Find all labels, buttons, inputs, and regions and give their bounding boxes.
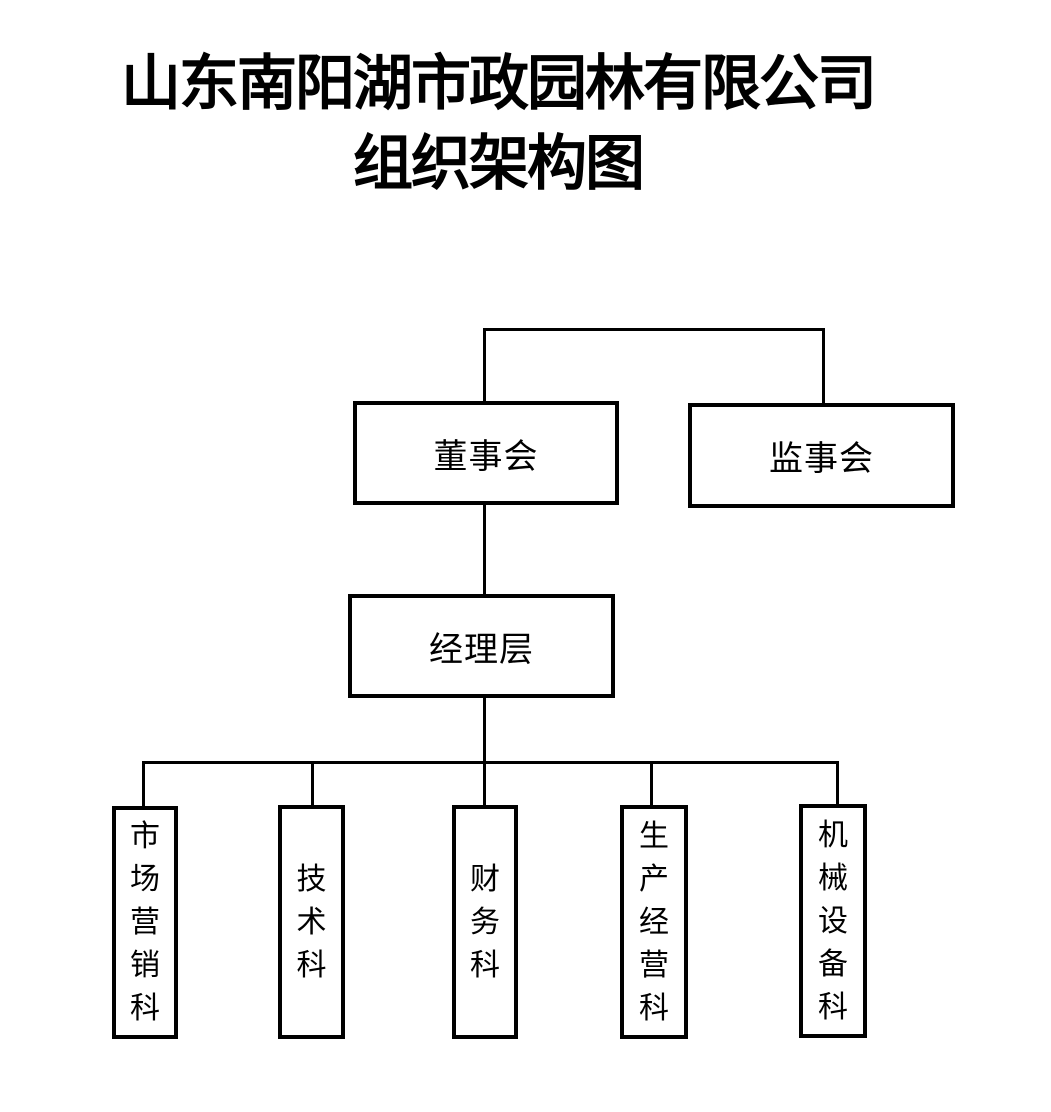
connector-top-horizontal bbox=[483, 328, 825, 331]
node-production-label: 生产经营科 bbox=[639, 819, 669, 1025]
node-marketing: 市场营销科 bbox=[112, 806, 178, 1039]
page-title: 山东南阳湖市政园林有限公司 组织架构图 bbox=[0, 44, 996, 204]
node-management-label: 经理层 bbox=[429, 631, 534, 669]
node-machinery: 机械设备科 bbox=[799, 804, 867, 1038]
connector-drop-technology bbox=[311, 761, 314, 806]
connector-drop-machinery bbox=[836, 761, 839, 806]
node-technology: 技术科 bbox=[278, 805, 345, 1039]
node-board-label: 董事会 bbox=[433, 438, 539, 476]
node-finance: 财务科 bbox=[452, 805, 518, 1039]
connector-drop-finance bbox=[483, 761, 486, 806]
page-title-line2: 组织架构图 bbox=[353, 131, 645, 197]
node-board: 董事会 bbox=[353, 401, 619, 505]
node-supervisory-label: 监事会 bbox=[769, 441, 874, 478]
connector-top-to-board bbox=[483, 328, 486, 401]
connector-top-to-supervisory bbox=[822, 328, 825, 403]
connector-drop-production bbox=[650, 761, 653, 806]
node-management: 经理层 bbox=[348, 594, 615, 698]
node-technology-label: 技术科 bbox=[296, 862, 327, 982]
node-supervisory: 监事会 bbox=[688, 403, 955, 508]
node-finance-label: 财务科 bbox=[470, 862, 500, 982]
connector-board-to-management bbox=[483, 504, 486, 594]
connector-bottom-horizontal bbox=[142, 761, 839, 764]
node-marketing-label: 市场营销科 bbox=[130, 820, 160, 1025]
page-title-line1: 山东南阳湖市政园林有限公司 bbox=[121, 51, 877, 117]
connector-drop-marketing bbox=[142, 761, 145, 806]
node-production: 生产经营科 bbox=[620, 805, 688, 1039]
connector-management-to-row bbox=[483, 698, 486, 763]
node-machinery-label: 机械设备科 bbox=[818, 818, 848, 1024]
